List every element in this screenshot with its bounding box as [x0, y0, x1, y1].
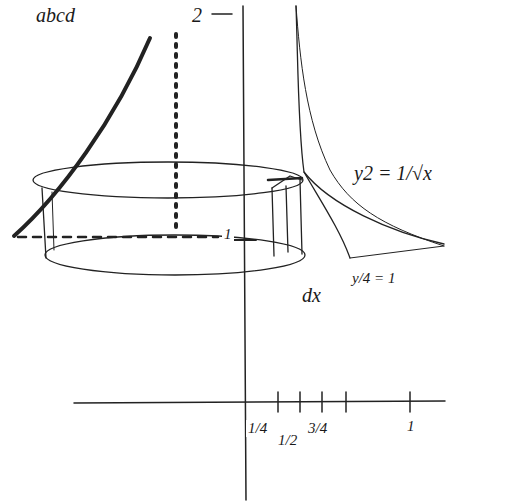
curve-edge — [304, 172, 350, 258]
x-tick — [299, 392, 301, 412]
curve-equation: y2 = 1/√x — [352, 162, 434, 184]
tick-label: 1/2 — [276, 432, 299, 449]
width-label: dx — [300, 284, 323, 306]
x-tick — [277, 392, 279, 412]
cylinder-wall — [272, 188, 274, 256]
tick-label: 1 — [405, 418, 417, 435]
x-axis — [74, 401, 445, 403]
cylinder-bottom — [45, 235, 305, 275]
cylinder-wall — [42, 188, 46, 258]
curve-right — [296, 6, 444, 244]
curve-outline — [296, 6, 444, 246]
note-equation: y/4 = 1 — [350, 270, 397, 287]
tick-label: 1/4 — [246, 420, 269, 437]
axis-tick — [212, 13, 232, 15]
cylinder-wall — [300, 180, 302, 254]
cylinder-wall — [286, 186, 288, 252]
curve-base — [350, 246, 444, 258]
cylinder-wall — [52, 192, 54, 250]
radius-arrow — [268, 178, 302, 180]
cylinder-top — [33, 162, 303, 198]
bold-curve — [14, 38, 150, 236]
x-tick — [409, 392, 411, 412]
tick-label: 3/4 — [306, 420, 329, 437]
x-tick — [321, 392, 323, 412]
x-tick — [345, 392, 347, 412]
top-note: abcd — [34, 4, 77, 26]
axis-label: 2 — [190, 4, 204, 26]
dotted-height — [174, 34, 178, 234]
height-mark: 1 — [222, 226, 234, 243]
